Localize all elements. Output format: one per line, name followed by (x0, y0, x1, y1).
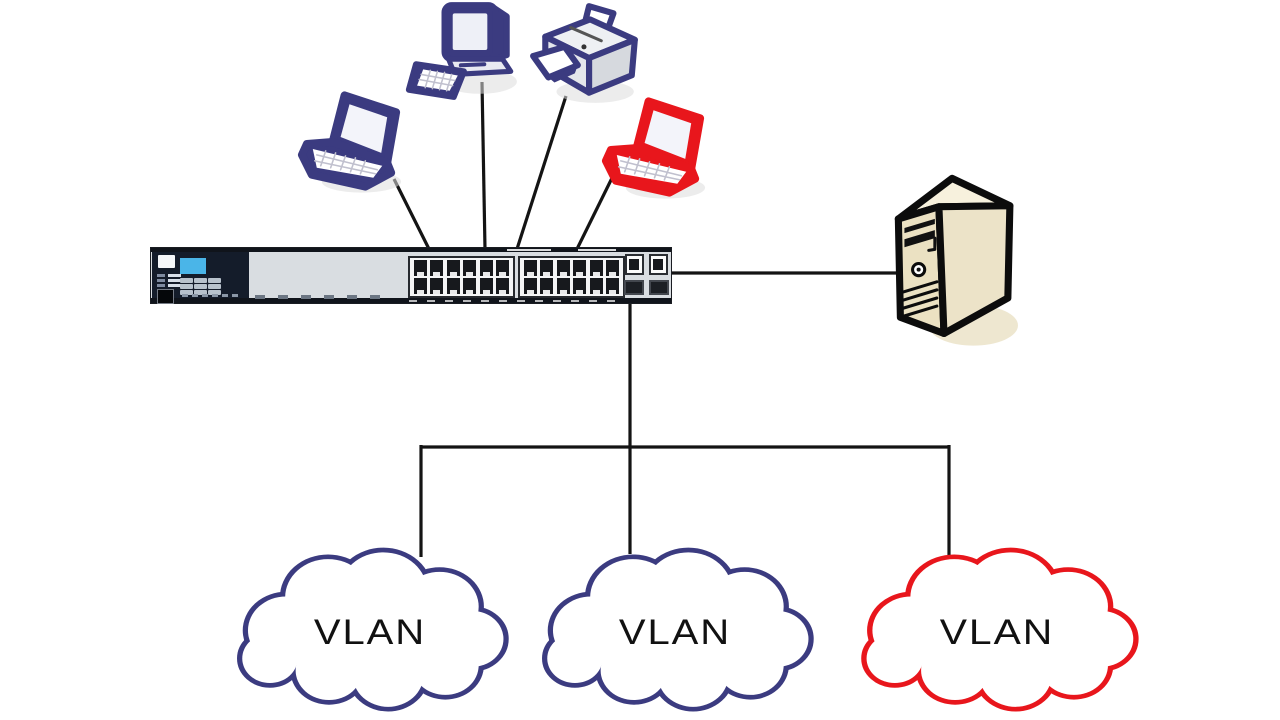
rj45-port (463, 278, 477, 294)
sfp-slot (649, 280, 669, 295)
cable-laptop-red-to-switch (575, 177, 614, 250)
rj45-port (446, 278, 460, 294)
cable-printer-to-switch (515, 95, 568, 250)
rj45-port (463, 260, 477, 276)
switch-id-label (158, 255, 175, 268)
sfp-slots (624, 280, 672, 295)
rj45-port (430, 278, 444, 294)
switch-front-panel (152, 252, 249, 304)
rj45-port (540, 278, 554, 294)
console-port (157, 289, 174, 304)
rj45-port (573, 278, 587, 294)
rj45-port (430, 260, 444, 276)
rj45-port (573, 260, 587, 276)
laptop-blue-icon (288, 88, 412, 196)
vlan-cloud-1-label: VLAN (314, 613, 426, 652)
rj45-port (606, 278, 620, 294)
rj45-port (606, 260, 620, 276)
rj45-port (523, 278, 537, 294)
rj45-port (523, 260, 537, 276)
panel-legend-text (182, 294, 238, 297)
port-block-1 (408, 256, 515, 298)
vlan-cloud-1: VLAN (227, 543, 513, 717)
rj45-port (479, 260, 493, 276)
rj45-port (496, 278, 510, 294)
vlan-cloud-3: VLAN (851, 543, 1143, 717)
port-mode-legend-text (255, 295, 385, 299)
cable-laptop-blue-to-switch (392, 178, 431, 250)
laptop-red-icon (592, 94, 716, 202)
fault-led (157, 279, 181, 282)
rj45-port (496, 260, 510, 276)
rj45-port (413, 260, 427, 276)
rj45-port (413, 278, 427, 294)
ethernet-switch-icon (150, 247, 672, 304)
uplink-rj45-port (625, 254, 644, 275)
power-led (157, 274, 181, 277)
uplink-ports (625, 254, 671, 275)
cable-desktop-to-switch (480, 81, 487, 250)
port-block-2 (518, 256, 625, 298)
vlan-cloud-2: VLAN (532, 543, 818, 717)
port-number-text (409, 300, 624, 302)
uplink-group-label-text (578, 249, 616, 251)
printer-icon (528, 2, 645, 107)
vlan-cloud-2-label: VLAN (619, 613, 731, 652)
rj45-port (589, 260, 603, 276)
mode-led-matrix (180, 278, 221, 295)
server-icon (872, 170, 1019, 353)
rj45-port (556, 278, 570, 294)
rj45-port (540, 260, 554, 276)
rj45-port (556, 260, 570, 276)
port-group-label-text (507, 249, 551, 251)
vlan-cloud-3-label: VLAN (940, 612, 1055, 652)
uplink-rj45-port (649, 254, 668, 275)
rj45-port (589, 278, 603, 294)
sfp-slot (624, 280, 644, 295)
rj45-port (446, 260, 460, 276)
rj45-port (479, 278, 493, 294)
brand-badge (180, 258, 206, 274)
locator-led (157, 284, 181, 287)
desktop-computer-icon (405, 0, 525, 100)
